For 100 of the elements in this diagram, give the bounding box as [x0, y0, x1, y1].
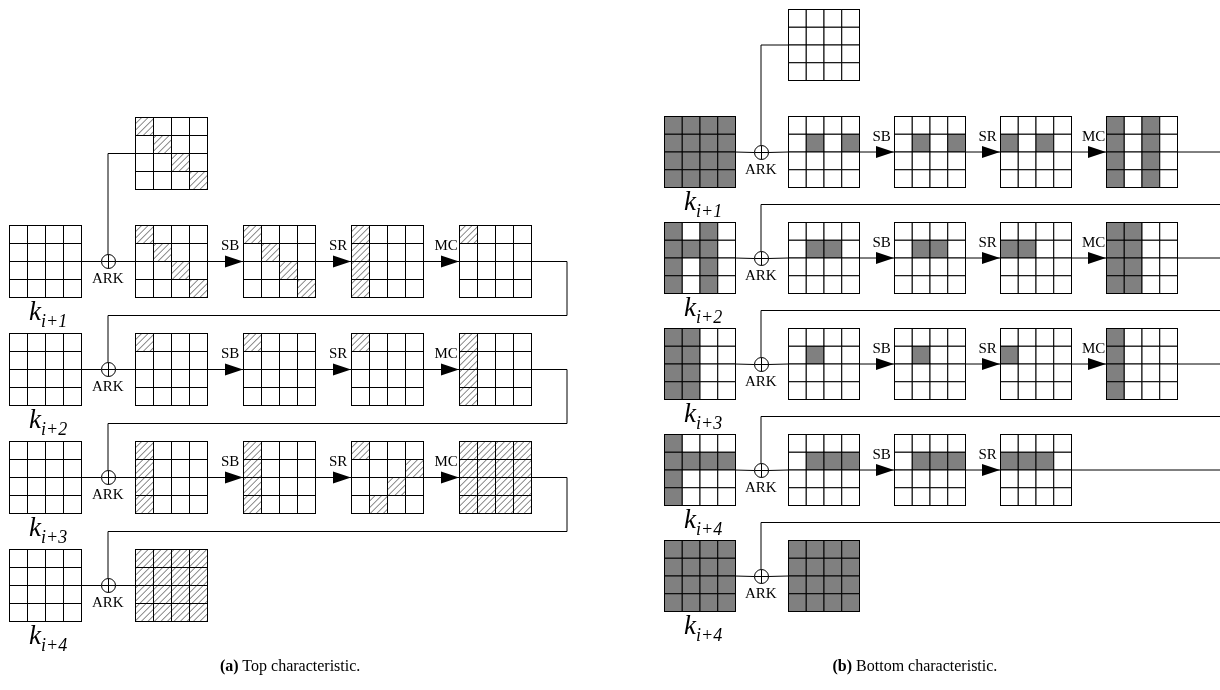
connector	[1176, 151, 1220, 153]
connector	[767, 257, 789, 259]
key-label: k$_{i+3}$	[29, 514, 68, 546]
state-grid	[242, 224, 316, 298]
connector	[767, 575, 789, 577]
state-grid	[999, 221, 1072, 294]
connector	[1176, 257, 1220, 259]
arrow	[1070, 146, 1107, 158]
arrow	[314, 363, 352, 376]
state-grid	[134, 224, 208, 298]
xor-symbol	[753, 250, 769, 266]
edge-label: SB	[220, 346, 241, 361]
key-label: k$_{i+1}$	[684, 188, 723, 220]
state-grid	[787, 8, 860, 81]
edge-label: SB	[871, 446, 892, 462]
xor-symbol	[753, 356, 769, 372]
operation-label: ARK	[92, 271, 124, 286]
state-grid	[893, 221, 966, 294]
xor-symbol	[753, 462, 769, 478]
connector	[767, 151, 789, 153]
xor-symbol	[100, 469, 116, 485]
connector	[114, 585, 136, 586]
connector	[767, 469, 789, 471]
operation-label: ARK	[745, 162, 777, 177]
edge-label: SR	[328, 454, 349, 469]
connector	[107, 153, 136, 255]
connector	[734, 469, 755, 471]
key-label: k$_{i+1}$	[29, 298, 68, 330]
state-grid	[893, 327, 966, 400]
edge-label: MC	[433, 454, 459, 469]
key-label: k$_{i+4}$	[29, 622, 68, 654]
arrow	[206, 255, 244, 268]
key-grid	[663, 539, 736, 612]
edge-label: SB	[871, 340, 892, 356]
state-grid	[893, 115, 966, 188]
connector	[767, 363, 789, 365]
state-grid	[787, 539, 860, 612]
state-grid	[787, 433, 860, 506]
state-grid	[458, 224, 532, 298]
arrow	[964, 252, 1001, 264]
state-grid	[1105, 221, 1178, 294]
connector	[760, 310, 1220, 358]
key-label: k$_{i+4}$	[684, 612, 723, 644]
connector	[80, 477, 102, 478]
edge-label: SR	[328, 346, 349, 361]
state-grid	[999, 115, 1072, 188]
xor-symbol	[753, 144, 769, 160]
connector	[107, 477, 568, 579]
connector	[80, 261, 102, 262]
state-grid	[999, 327, 1072, 400]
edge-label: SR	[328, 238, 349, 253]
state-grid	[787, 221, 860, 294]
state-grid	[242, 332, 316, 406]
xor-symbol	[100, 361, 116, 377]
arrow	[422, 255, 460, 268]
operation-label: ARK	[745, 586, 777, 601]
operation-label: ARK	[745, 268, 777, 283]
edge-label: SR	[977, 234, 998, 250]
key-label: k$_{i+2}$	[684, 294, 723, 326]
connector	[734, 363, 755, 365]
arrow	[1070, 358, 1107, 370]
arrow	[858, 464, 895, 476]
edge-label: SB	[220, 454, 241, 469]
state-grid	[134, 440, 208, 514]
arrow	[964, 358, 1001, 370]
arrow	[858, 146, 895, 158]
state-grid	[1105, 327, 1178, 400]
key-label: k$_{i+2}$	[29, 406, 68, 438]
edge-label: MC	[1081, 234, 1107, 250]
figure-caption: (b) Bottom characteristic.	[832, 658, 998, 674]
arrow	[964, 146, 1001, 158]
key-grid	[8, 440, 82, 514]
connector	[734, 151, 755, 153]
state-grid	[893, 433, 966, 506]
arrow	[858, 358, 895, 370]
state-grid	[458, 440, 532, 514]
edge-label: SB	[871, 128, 892, 144]
connector	[1070, 469, 1220, 471]
state-grid	[134, 116, 208, 190]
edge-label: MC	[433, 346, 459, 361]
arrow	[314, 471, 352, 484]
operation-label: ARK	[92, 595, 124, 610]
operation-label: ARK	[745, 374, 777, 389]
connector	[80, 369, 102, 370]
edge-label: SR	[977, 128, 998, 144]
edge-label: SR	[977, 446, 998, 462]
arrow	[858, 252, 895, 264]
key-grid	[8, 548, 82, 622]
key-label: k$_{i+4}$	[684, 506, 723, 538]
state-grid	[134, 332, 208, 406]
state-grid	[242, 440, 316, 514]
arrow	[1070, 252, 1107, 264]
edge-label: MC	[1081, 340, 1107, 356]
key-grid	[663, 115, 736, 188]
operation-label: ARK	[745, 480, 777, 495]
key-grid	[663, 327, 736, 400]
connector	[734, 575, 755, 577]
state-grid	[350, 440, 424, 514]
arrow	[314, 255, 352, 268]
xor-symbol	[753, 568, 769, 584]
